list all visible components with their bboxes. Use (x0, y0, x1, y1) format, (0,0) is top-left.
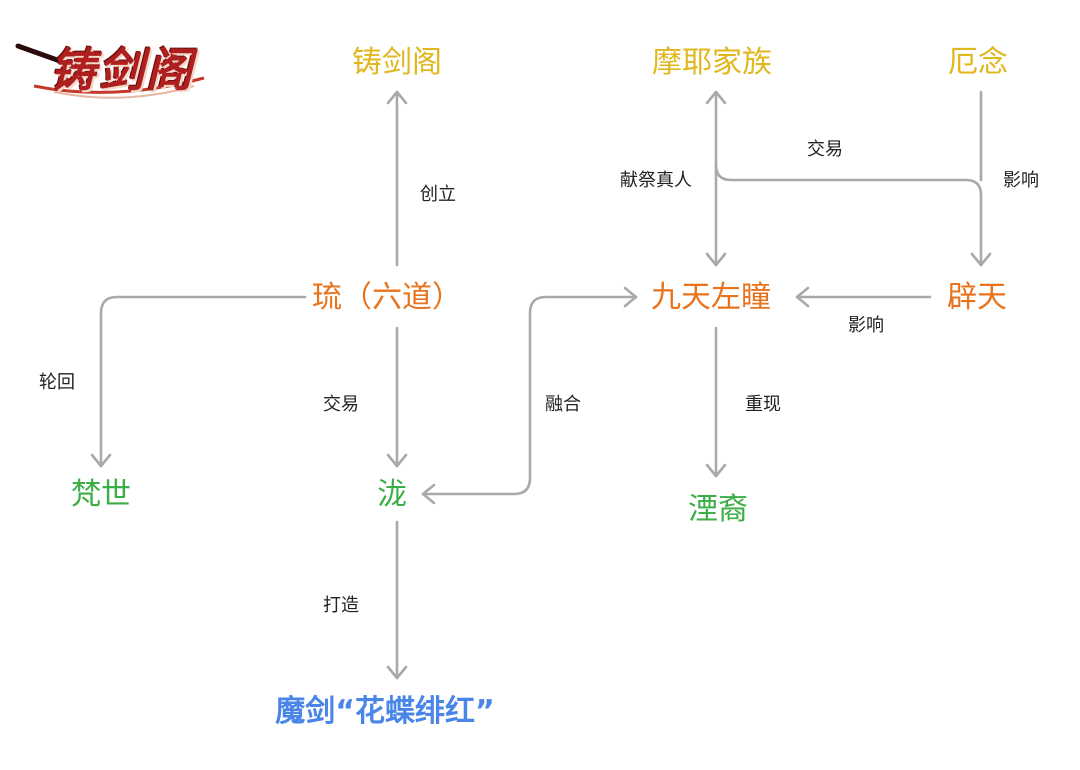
edge-label-chongxian: 重现 (745, 394, 781, 415)
edge-label-yingxiang-pitian: 影响 (848, 315, 884, 336)
node-long: 泷 (377, 477, 407, 512)
edge-liu-long (386, 326, 408, 468)
logo-brush-strokes (15, 43, 205, 99)
edge-pitian-jiutian (795, 286, 932, 308)
node-jiutian-zuotong: 九天左瞳 (651, 280, 771, 315)
edge-label-ronghe: 融合 (545, 394, 581, 415)
edge-label-chuangli: 创立 (420, 184, 456, 205)
edge-long-jiutian (421, 286, 638, 505)
edge-liu-fanshi (90, 295, 307, 468)
node-pitian: 辟天 (947, 280, 1007, 315)
edge-label-dazao: 打造 (323, 595, 359, 616)
node-yinyi: 湮裔 (688, 492, 748, 527)
edge-label-yingxiang-enian: 影响 (1003, 170, 1039, 191)
logo-text: 铸剑阁 (50, 43, 194, 97)
edge-long-mojian (386, 520, 408, 680)
edge-moye-jiutian (705, 90, 727, 267)
node-liu-liudao: 琉（六道） (312, 280, 462, 315)
edge-moye-pitian (714, 163, 992, 267)
edge-label-jiaoyi-liu: 交易 (323, 394, 359, 415)
edge-liu-zhujiange (386, 90, 408, 267)
node-fanshi: 梵世 (71, 477, 131, 512)
node-moye-family: 摩耶家族 (652, 45, 772, 80)
edge-label-xianji-zhenren: 献祭真人 (620, 170, 692, 191)
node-enian: 厄念 (948, 45, 1008, 80)
node-demon-sword: 魔剑“花蝶绯红” (275, 694, 495, 729)
edge-label-jiaoyi-moye: 交易 (807, 139, 843, 160)
node-zhujiange: 铸剑阁 (352, 45, 442, 80)
edge-jiutian-yinyi (705, 326, 727, 478)
edge-label-lunhui: 轮回 (39, 372, 75, 393)
game-logo: 铸剑阁 (14, 26, 210, 100)
